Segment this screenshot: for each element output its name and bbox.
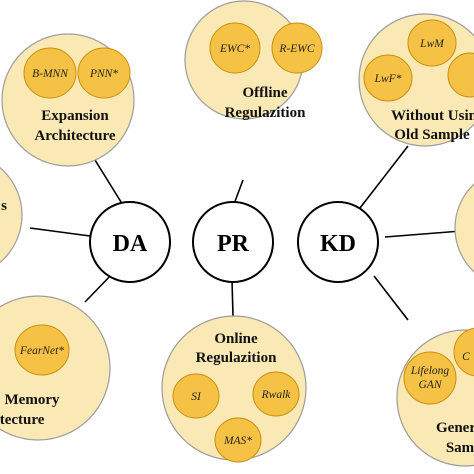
cluster-right-bg [454,183,474,273]
hub-kd-circle [297,201,379,283]
method-bubble-mas [214,417,262,463]
edge-kd-generative [373,275,409,321]
cluster-expansion-label-1: Expansion [41,108,109,124]
method-partial-c: C [462,351,470,363]
method-bubble-lwm [407,19,457,67]
cluster-expansion-label-2: Architecture [34,128,115,144]
method-rewc: R-EWC [278,43,314,55]
method-bubble-lifelong-gan [403,351,457,405]
cluster-offline-regulazition: EWC* R-EWC Offline Regulazition [184,0,323,121]
hub-pr-circle [192,201,274,283]
method-fearnet: FearNet* [19,345,64,357]
hub-kd: KD [297,201,379,283]
method-bubble-pnn [77,47,131,99]
method-bubble-bmnn [23,47,77,99]
cluster-memory-architecture: FearNet* Memory itecture [0,295,111,441]
cluster-left-bg [0,166,23,264]
cluster-offline-label-2: Regulazition [225,105,306,121]
method-mas: MAS* [223,435,252,447]
cluster-offline-label-1: Offline [243,85,288,101]
method-lwf: LwF* [374,73,402,85]
cluster-without-label-1: Without Usin [391,108,474,124]
cluster-left-partial: s [0,166,23,264]
hub-da-label: DA [113,231,148,257]
cluster-online-regulazition: SI Rwalk MAS* Online Regulazition [161,315,307,463]
cluster-generative-label-1: Gener [436,420,474,436]
cluster-online-label-1: Online [214,331,258,347]
method-pnn: PNN* [89,68,118,80]
method-bubble-si [172,373,220,419]
cluster-online-label-2: Regulazition [196,350,277,366]
cluster-without-label-2: Old Sample [394,127,470,143]
method-bubble-partial-c [453,327,474,377]
method-bubble-fearnet [14,324,70,376]
edge-kd-without [359,145,409,209]
cluster-right-partial [454,183,474,273]
method-gan: GAN [419,379,443,391]
cluster-expansion-architecture: B-MNN PNN* Expansion Architecture [1,33,135,167]
hub-pr-label: PR [217,231,250,257]
hub-pr: PR [192,201,274,283]
edge-da-left [29,227,91,237]
method-bmnn: B-MNN [32,68,69,80]
edges [29,145,474,321]
method-bubble-rewc [271,22,323,74]
cluster-without-old-samples: LwM LwF* Without Usin Old Sample [358,13,474,147]
edge-pr-offline [233,179,244,205]
hub-kd-label: KD [320,231,356,257]
method-bubble-rwalk [252,371,300,417]
hub-da-circle [89,201,171,283]
cluster-left-label: s [1,198,7,214]
method-si: SI [191,391,202,403]
method-rwalk: Rwalk [261,389,292,401]
method-bubble-ewc [209,22,261,74]
cluster-memory-label-1: Memory [5,392,60,408]
method-bubble-partial [447,52,474,98]
method-lifelong: Lifelong [410,365,450,377]
edge-da-expansion [94,159,127,211]
cluster-generative-label-2: Sam [446,440,474,456]
edge-pr-online [231,279,234,317]
method-ewc: EWC* [219,43,250,55]
hub-da: DA [89,201,171,283]
cluster-memory-label-2: itecture [0,412,45,428]
method-bubble-lwf [363,54,413,102]
cluster-generative-samples: Lifelong GAN C Gener Sam [396,327,474,467]
method-lwm: LwM [419,38,445,50]
